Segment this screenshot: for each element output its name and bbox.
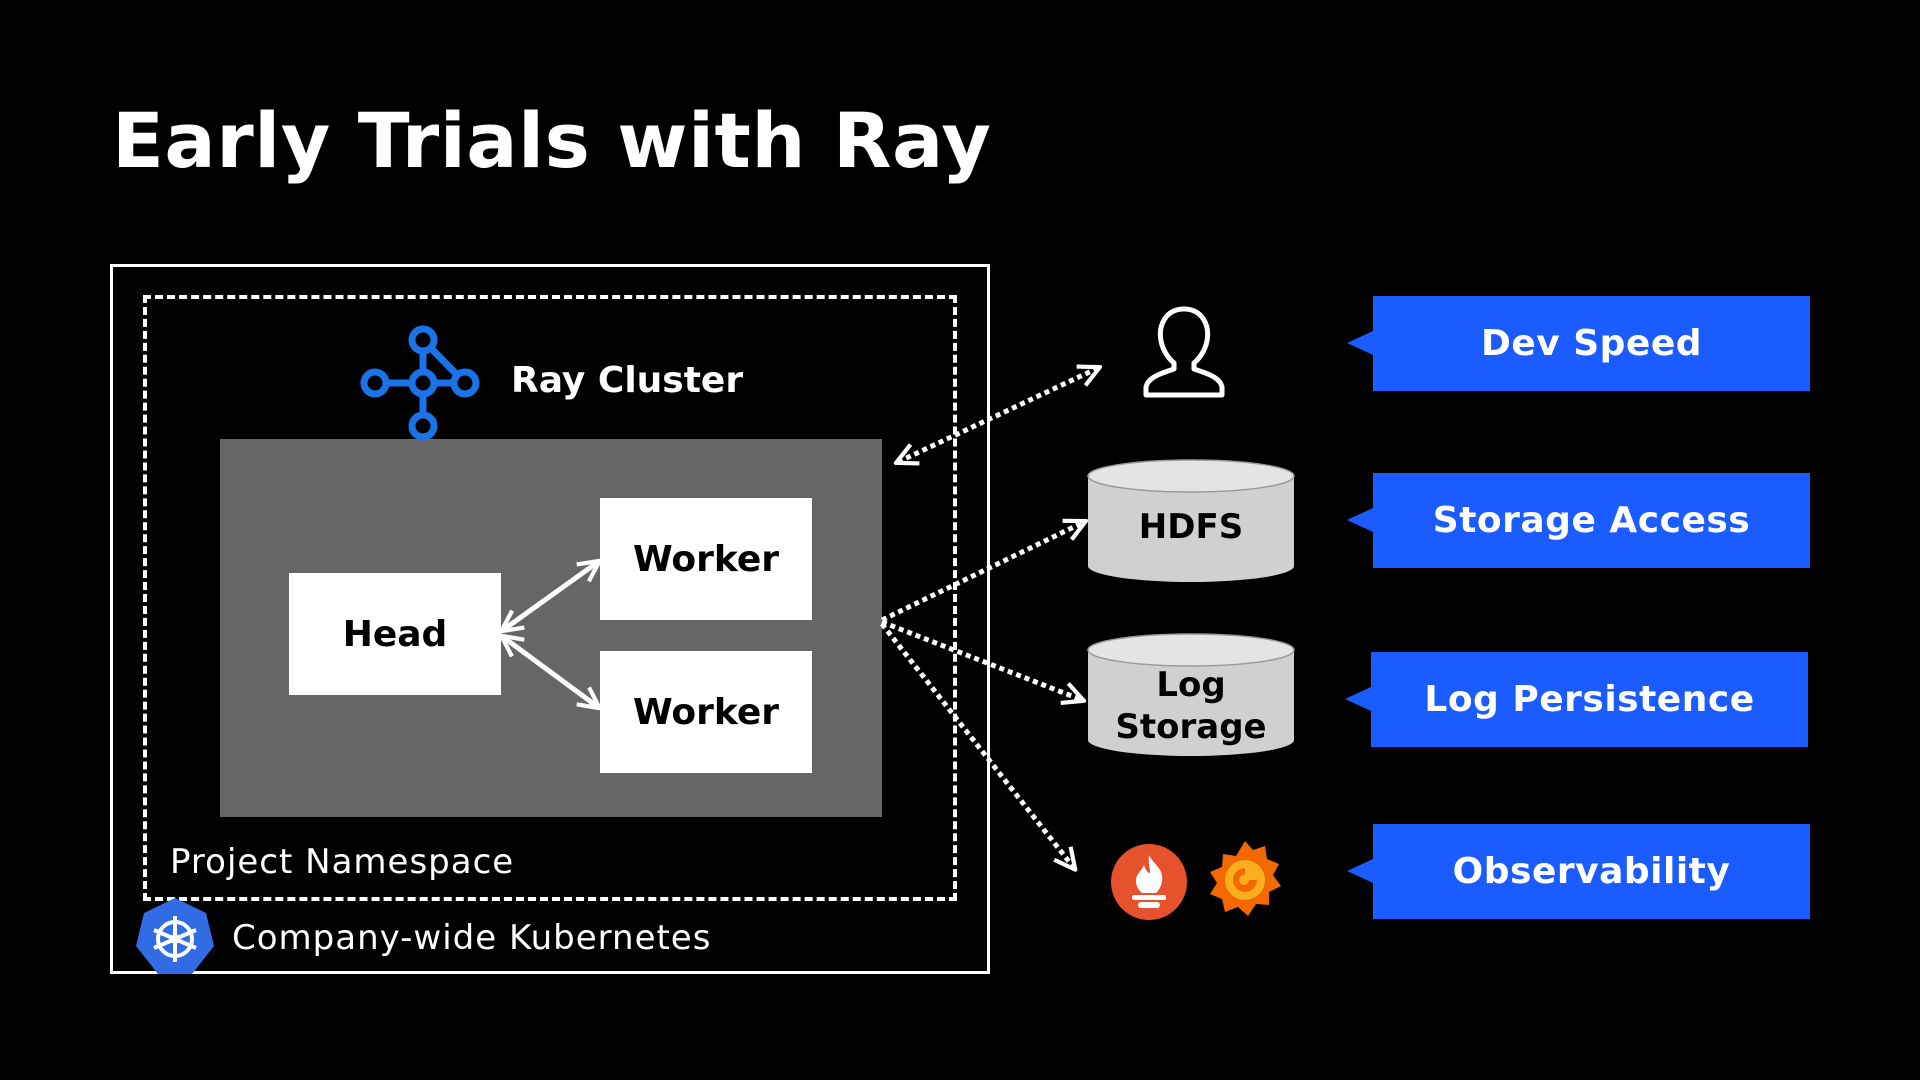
kubernetes-icon — [134, 896, 216, 980]
log-storage-label-text: Log Storage — [1115, 665, 1267, 747]
callout-storage-access: Storage Access — [1347, 473, 1810, 568]
log-storage: Log Storage — [1086, 632, 1296, 762]
namespace-label: Project Namespace — [170, 842, 515, 882]
user-icon — [1136, 303, 1232, 404]
worker-node-1: Worker — [600, 498, 812, 620]
callout-log-persistence: Log Persistence — [1345, 652, 1808, 747]
head-worker2-arrow — [503, 637, 598, 707]
callout-dev-speed: Dev Speed — [1347, 296, 1810, 391]
ray-cluster-label: Ray Cluster — [511, 360, 744, 401]
slide-title: Early Trials with Ray — [112, 96, 992, 185]
head-node: Head — [289, 573, 501, 695]
grafana-icon — [1205, 838, 1285, 926]
worker-node-2: Worker — [600, 651, 812, 773]
kubernetes-boundary — [110, 264, 990, 974]
cluster-hdfs-arrow — [880, 522, 1084, 623]
hdfs-label: HDFS — [1138, 507, 1244, 547]
ray-icon — [358, 320, 488, 450]
namespace-boundary — [143, 295, 957, 901]
callout-observability: Observability — [1347, 824, 1810, 919]
cluster-observability-arrow — [880, 622, 1074, 868]
hdfs-storage: HDFS — [1086, 458, 1296, 588]
prometheus-icon — [1110, 843, 1188, 925]
kubernetes-label: Company-wide Kubernetes — [232, 918, 712, 958]
log-storage-label: Log Storage — [1086, 664, 1296, 748]
head-worker1-arrow — [503, 562, 598, 630]
user-cluster-arrow — [898, 368, 1098, 462]
